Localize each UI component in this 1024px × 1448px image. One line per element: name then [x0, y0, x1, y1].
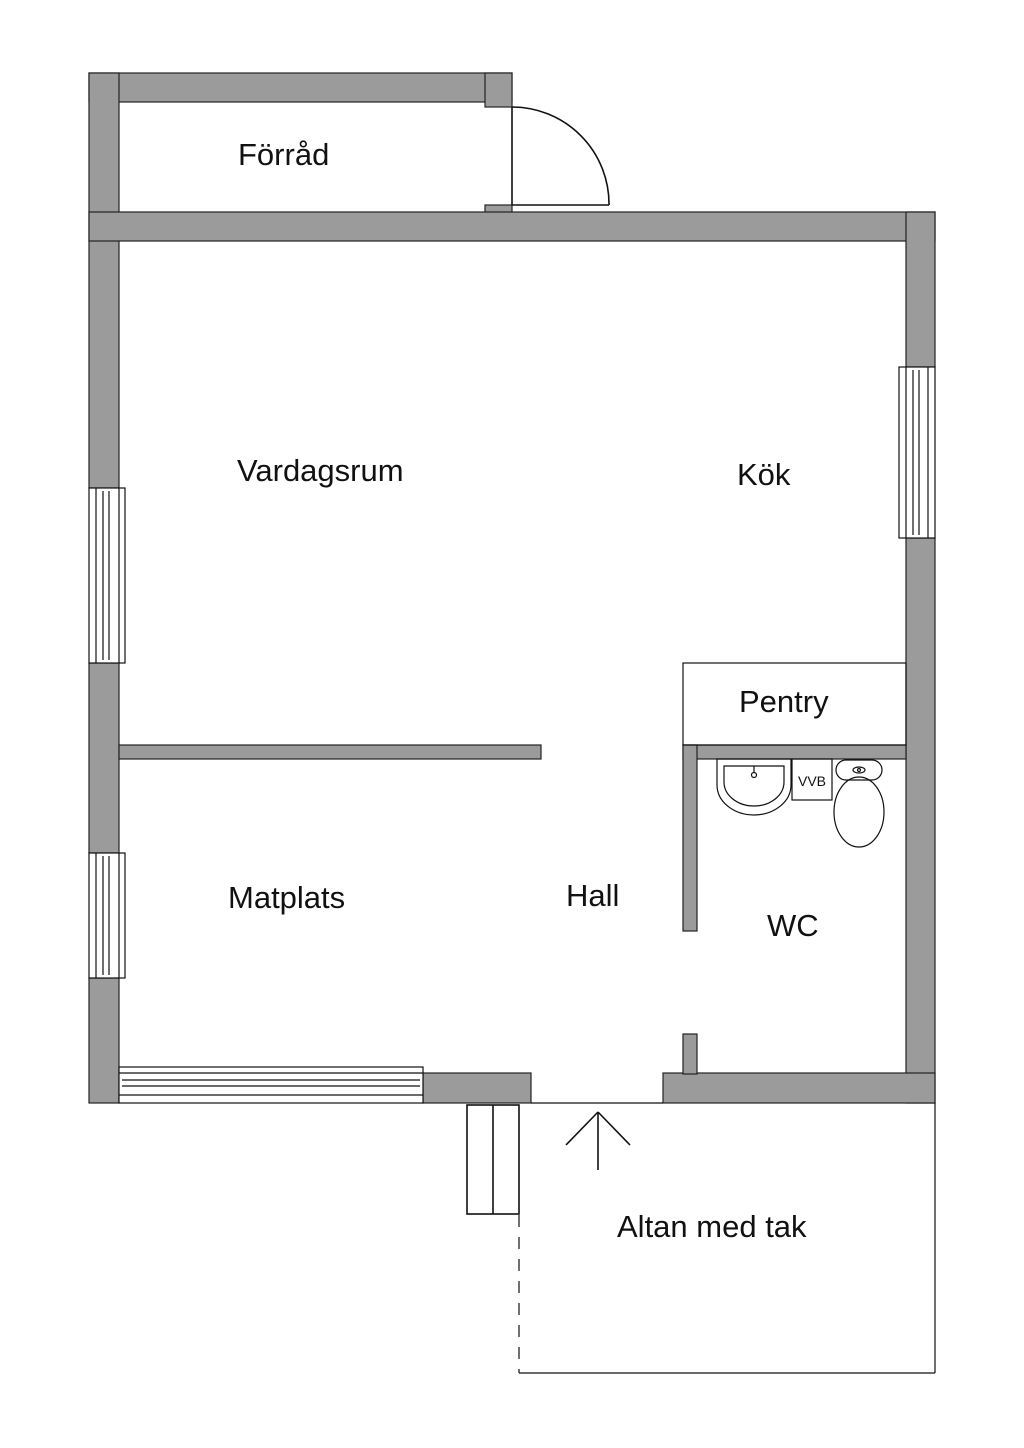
pentry-counter: [682, 662, 907, 746]
label-hall: Hall: [566, 878, 619, 913]
wall-wc-west-lower: [682, 1033, 698, 1075]
wall-west-lower: [88, 977, 120, 1104]
wall-west-mid: [88, 662, 120, 854]
toilet-icon: [833, 759, 885, 848]
label-matplats: Matplats: [228, 880, 345, 915]
wall-wc-west-upper: [682, 744, 698, 932]
wall-forrad-stub-top: [484, 72, 513, 108]
window-vardagsrum: [88, 487, 126, 664]
label-wc: WC: [767, 908, 819, 943]
walls: [88, 72, 936, 1104]
window-south: [118, 1066, 424, 1104]
label-vardagsrum: Vardagsrum: [237, 453, 404, 488]
wall-west-upper: [88, 72, 120, 489]
label-pentry: Pentry: [739, 684, 829, 719]
window-matplats: [88, 852, 126, 979]
entry-steps: [466, 1104, 520, 1215]
wc-fixtures: VVB: [716, 758, 885, 848]
wall-forrad-top: [88, 72, 513, 103]
wall-east-upper: [905, 211, 936, 368]
entrance-arrow-icon: [565, 1111, 631, 1170]
wall-south-west: [422, 1072, 532, 1104]
wall-north: [88, 211, 936, 242]
window-kok: [898, 366, 936, 539]
windows: [88, 366, 936, 1104]
wall-partition-living-dining: [118, 744, 542, 760]
sink-icon: [716, 758, 792, 816]
vvb-label: VVB: [798, 773, 826, 789]
wall-south-east: [662, 1072, 936, 1104]
label-forrad: Förråd: [238, 137, 329, 172]
wall-east-lower: [905, 537, 936, 1104]
water-heater-icon: VVB: [791, 758, 833, 801]
door-forrad: [511, 106, 610, 206]
label-kok: Kök: [737, 457, 791, 492]
wall-wc-top: [682, 744, 907, 760]
label-altan: Altan med tak: [617, 1209, 807, 1244]
altan-deck: [518, 1102, 936, 1374]
room-labels: Förråd Vardagsrum Kök Pentry Matplats Ha…: [228, 137, 829, 1244]
